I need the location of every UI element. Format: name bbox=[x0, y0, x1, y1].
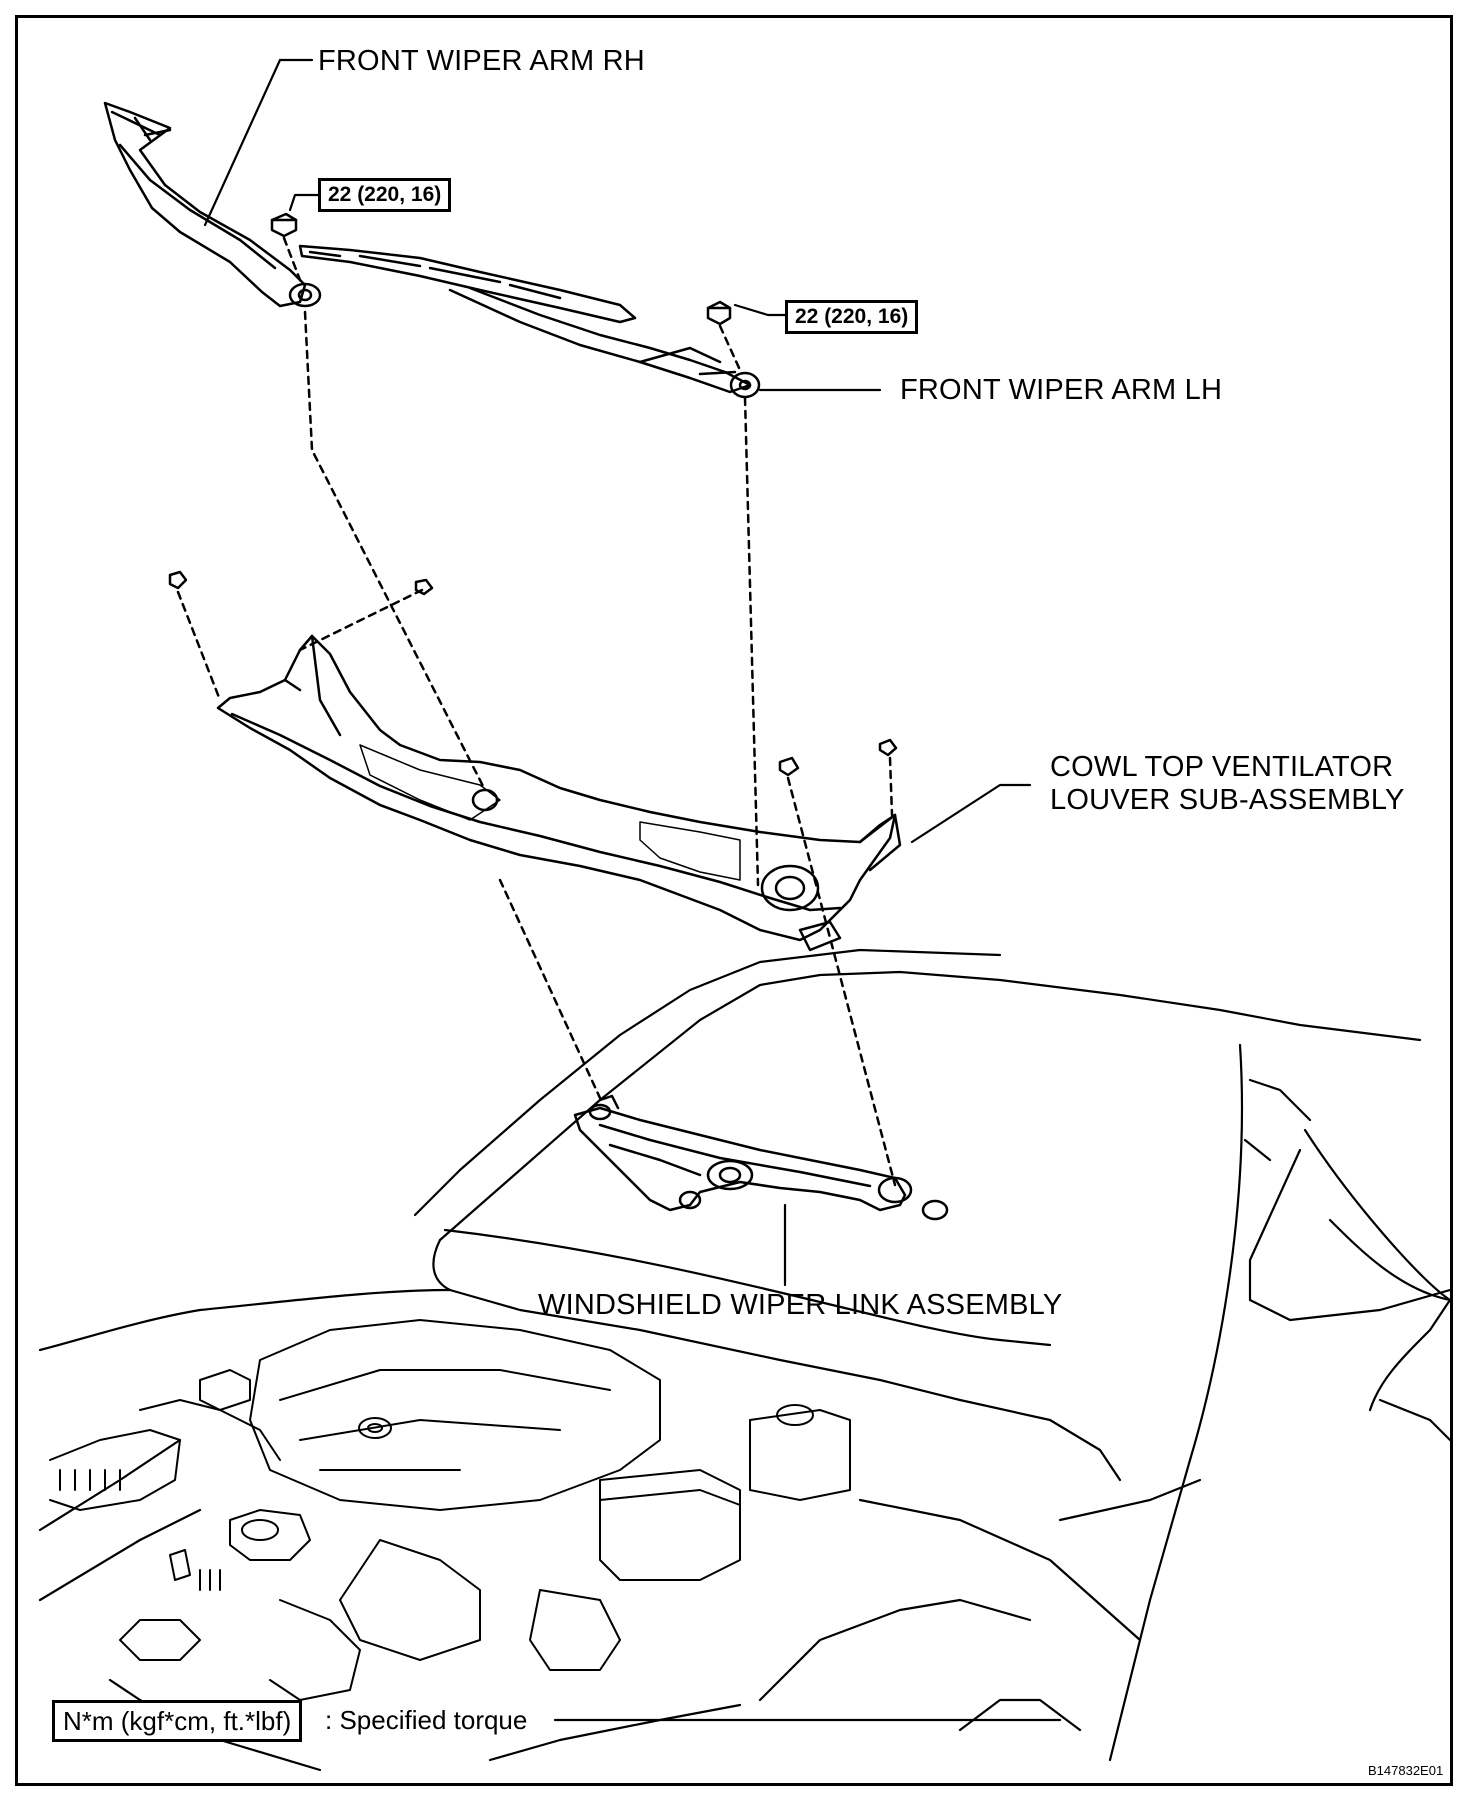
label-cowl-top-line2: LOUVER SUB-ASSEMBLY bbox=[1050, 784, 1405, 816]
legend-description: : Specified torque bbox=[325, 1705, 528, 1735]
wiper-arm-lh bbox=[298, 244, 761, 399]
nut-lh bbox=[706, 300, 732, 326]
torque-spec-lh: 22 (220, 16) bbox=[785, 300, 919, 334]
label-wiper-link-assembly: WINDSHIELD WIPER LINK ASSEMBLY bbox=[538, 1289, 1063, 1321]
figure-code: B147832E01 bbox=[1368, 1763, 1444, 1778]
label-cowl-top-line1: COWL TOP VENTILATOR bbox=[1050, 751, 1394, 783]
label-front-wiper-arm-lh: FRONT WIPER ARM LH bbox=[900, 374, 1223, 406]
louver-screws bbox=[168, 570, 898, 777]
leader-lines bbox=[203, 58, 1062, 1722]
vehicle-body bbox=[38, 948, 1452, 1772]
torque-spec-rh: 22 (220, 16) bbox=[318, 178, 452, 212]
legend-unit-box: N*m (kgf*cm, ft.*lbf) bbox=[52, 1700, 303, 1742]
wiper-link-assembly bbox=[573, 1094, 949, 1221]
nut-rh bbox=[270, 212, 298, 238]
engine-bay bbox=[49, 1319, 851, 1701]
wiper-arm-rh bbox=[103, 101, 322, 308]
cowl-top-louver bbox=[216, 634, 902, 952]
label-front-wiper-arm-rh: FRONT WIPER ARM RH bbox=[318, 45, 645, 77]
diagram-frame bbox=[15, 15, 1453, 1786]
alignment-lines bbox=[176, 236, 897, 1187]
